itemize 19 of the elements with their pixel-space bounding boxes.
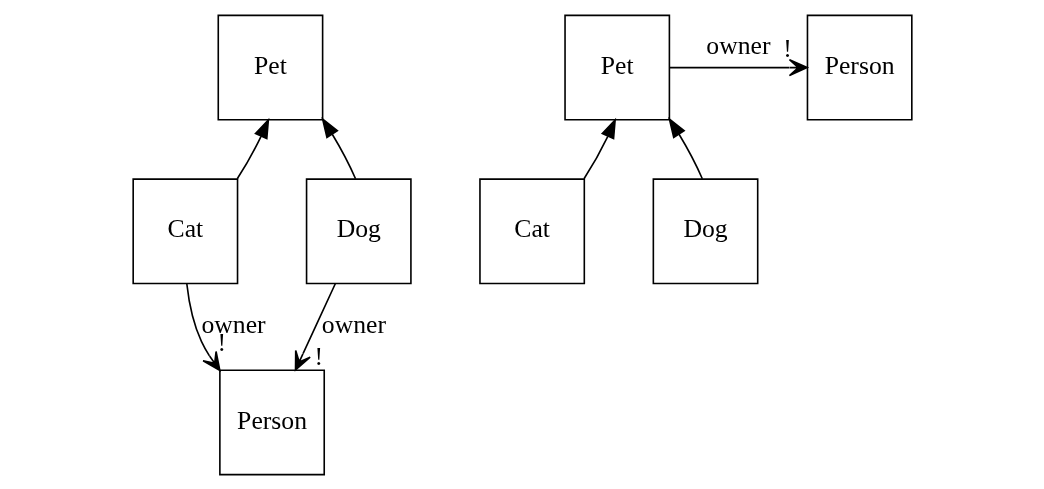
edge-label: owner bbox=[705, 30, 771, 60]
node-box: Cat bbox=[131, 177, 238, 284]
arrow bbox=[235, 117, 269, 180]
node-box: Dog bbox=[652, 177, 758, 284]
arrow bbox=[668, 58, 808, 76]
edge-label: owner bbox=[321, 309, 386, 339]
node-box: Person bbox=[806, 14, 913, 121]
node-box: Person bbox=[218, 368, 325, 475]
arrow bbox=[294, 282, 336, 371]
arrow bbox=[320, 116, 356, 180]
node-box: Dog bbox=[305, 177, 412, 284]
node-box: Cat bbox=[478, 177, 585, 284]
label: ! bbox=[313, 341, 323, 371]
arrow bbox=[185, 282, 221, 371]
node-box: Pet bbox=[563, 14, 670, 121]
node-box: Pet bbox=[216, 14, 323, 121]
arrow bbox=[667, 116, 703, 180]
label: ! bbox=[782, 33, 792, 63]
arrow bbox=[582, 117, 616, 180]
